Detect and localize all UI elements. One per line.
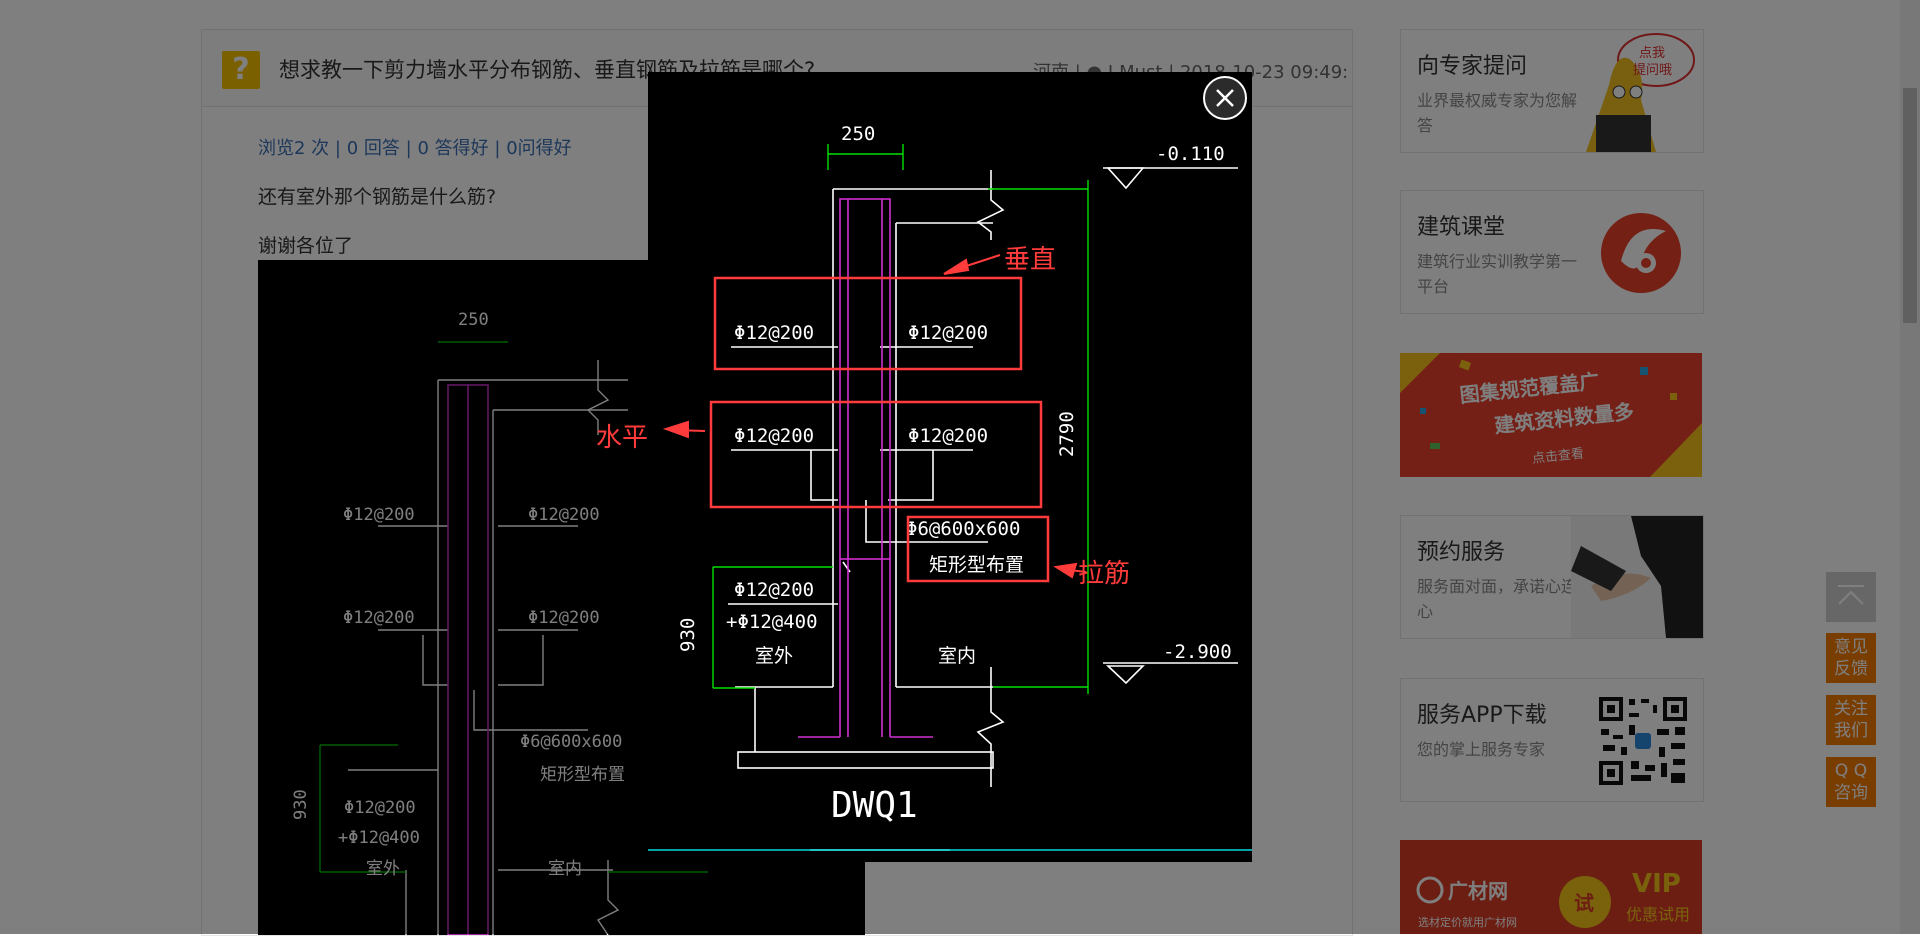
close-icon — [1216, 89, 1234, 107]
wall-outline — [728, 167, 1238, 851]
red-arrows — [662, 254, 1087, 579]
rebar-label-d: Φ12@200 — [908, 425, 988, 447]
dimension-lines — [712, 144, 1089, 694]
inside-label: 室内 — [938, 645, 976, 667]
annotation-vertical: 垂直 — [1004, 245, 1056, 275]
elevation-top-label: -0.110 — [1156, 143, 1225, 165]
dim-height-label: 2790 — [1056, 411, 1078, 457]
elevation-bottom-label: -2.900 — [1163, 641, 1232, 663]
rebar-outside-label-2: +Φ12@400 — [726, 611, 818, 633]
rebar-lines — [798, 198, 933, 738]
rebar-label-b: Φ12@200 — [908, 322, 988, 344]
rebar-label-a: Φ12@200 — [734, 322, 814, 344]
dim-930-label: 930 — [677, 618, 699, 652]
annotation-tie: 拉筋 — [1078, 559, 1130, 589]
tie-note-label: 矩形型布置 — [929, 554, 1024, 576]
red-annotation-boxes — [709, 276, 1050, 583]
tie-label: Φ6@600x600 — [906, 518, 1020, 540]
cad-drawing: 250 -0.110 -2.900 2790 930 Φ12@200 Φ12@2… — [595, 123, 1252, 851]
rebar-outside-label: Φ12@200 — [734, 579, 814, 601]
drawing-name-label: DWQ1 — [831, 785, 918, 826]
annotation-horizontal-outside: 水平 — [596, 423, 649, 453]
close-lightbox-button[interactable] — [1203, 76, 1247, 120]
outside-label: 室外 — [755, 645, 793, 667]
rebar-label-c: Φ12@200 — [734, 425, 814, 447]
image-lightbox: 250 -0.110 -2.900 2790 930 Φ12@200 Φ12@2… — [595, 72, 1252, 862]
dim-width-label: 250 — [841, 123, 875, 145]
